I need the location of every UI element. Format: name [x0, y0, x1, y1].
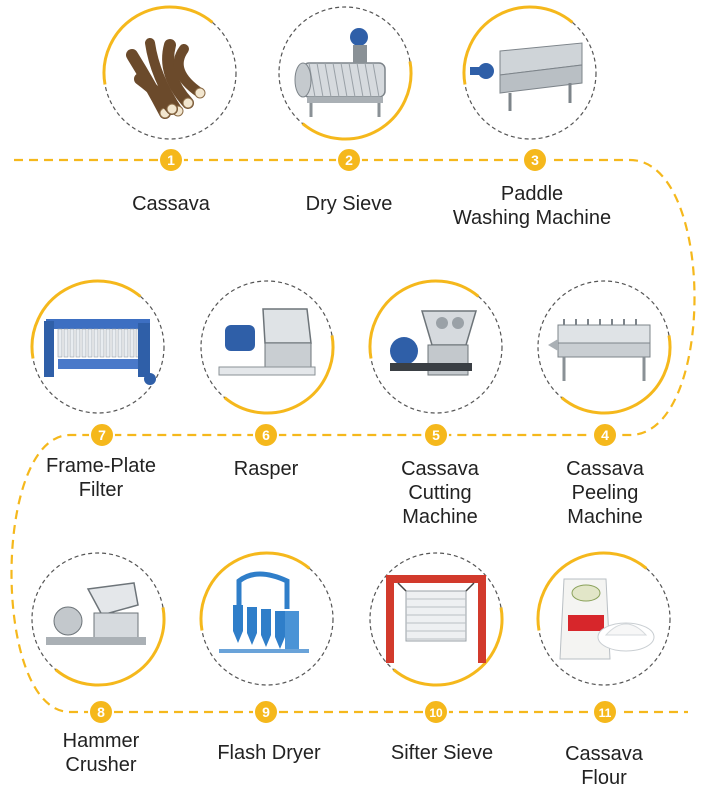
step-number: 4 — [601, 427, 609, 443]
label-line: Frame-Plate — [45, 455, 157, 477]
step-number: 2 — [345, 152, 353, 168]
accent-arc — [199, 551, 311, 631]
step-1-badge: 1 — [158, 147, 184, 173]
label-line: Cassava — [401, 458, 479, 480]
step-number: 11 — [599, 706, 612, 720]
label-line: Machine — [567, 506, 643, 528]
step-number: 10 — [429, 706, 443, 720]
label-line: Machine — [402, 506, 478, 528]
step-number: 9 — [262, 704, 270, 720]
accent-arc — [392, 607, 504, 687]
step-number: 1 — [167, 152, 175, 168]
step-6-label: Rasper — [176, 457, 356, 481]
step-10-label: Sifter Sieve — [352, 741, 532, 765]
step-6-circle — [200, 280, 335, 415]
label-line: Cassava — [565, 743, 643, 765]
accent-arc — [102, 5, 214, 85]
step-10-badge: 10 — [423, 699, 449, 725]
step-11-badge: 11 — [592, 699, 618, 725]
step-number: 7 — [98, 427, 106, 443]
label-line: Sifter Sieve — [390, 742, 494, 764]
label-line: Flour — [581, 767, 627, 789]
accent-arc — [536, 551, 648, 631]
step-number: 6 — [262, 427, 270, 443]
step-3-badge: 3 — [522, 147, 548, 173]
step-circles — [30, 5, 672, 687]
step-9-circle — [199, 551, 334, 686]
accent-arc — [368, 279, 480, 359]
step-2-badge: 2 — [336, 147, 362, 173]
step-number: 3 — [531, 152, 539, 168]
label-line: Crusher — [65, 754, 137, 776]
label-line: Washing Machine — [452, 207, 612, 229]
label-line: Hammer — [62, 730, 140, 752]
step-8-badge: 8 — [88, 699, 114, 725]
accent-arc — [54, 607, 166, 687]
label-line: Flash Dryer — [217, 742, 321, 764]
step-3-circle — [462, 5, 597, 140]
step-1-label: Cassava — [81, 192, 261, 216]
flow-path — [10, 158, 696, 714]
label-line: Peeling — [571, 482, 639, 504]
step-9-badge: 9 — [253, 699, 279, 725]
step-4-badge: 4 — [592, 422, 618, 448]
flow-line — [10, 158, 696, 714]
accent-arc — [560, 335, 672, 415]
step-11-circle — [536, 551, 671, 686]
step-badges: 1 2 3 4 5 6 7 8 9 10 11 — [88, 147, 618, 725]
step-1-circle — [102, 5, 237, 140]
step-10-circle — [369, 552, 504, 687]
step-8-circle — [31, 552, 166, 687]
step-2-circle — [278, 6, 413, 141]
accent-arc — [30, 279, 142, 359]
step-9-label: Flash Dryer — [179, 741, 359, 765]
label-line: Cutting — [408, 482, 472, 504]
label-line: Paddle — [500, 183, 564, 205]
label-line: Dry Sieve — [305, 193, 393, 215]
accent-arc — [462, 5, 574, 85]
accent-arc — [223, 335, 335, 415]
step-7-circle — [30, 279, 165, 414]
step-number: 5 — [432, 427, 440, 443]
accent-arc — [301, 61, 413, 141]
step-6-badge: 6 — [253, 422, 279, 448]
label-line: Rasper — [233, 458, 299, 480]
step-5-badge: 5 — [423, 422, 449, 448]
label-line: Filter — [78, 479, 124, 501]
step-7-badge: 7 — [89, 422, 115, 448]
label-line: Cassava — [566, 458, 644, 480]
step-number: 8 — [97, 704, 105, 720]
label-line: Cassava — [132, 193, 210, 215]
step-2-label: Dry Sieve — [259, 192, 439, 216]
step-5-circle — [368, 279, 503, 414]
